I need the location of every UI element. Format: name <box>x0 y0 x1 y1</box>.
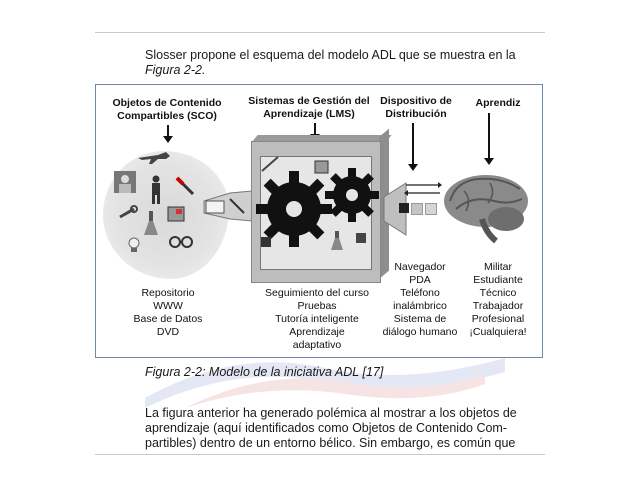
lms-list: Seguimiento del curso Pruebas Tutoría in… <box>265 287 369 351</box>
bidirectional-arrows-icon <box>404 182 442 196</box>
goggles-icon <box>169 236 193 248</box>
sco-title: Objetos de Contenido Compartibles (SCO) <box>112 97 222 122</box>
lightbulb-icon <box>128 237 140 252</box>
learner-arrow <box>484 113 494 165</box>
lms-screwdriver-icon <box>261 156 279 172</box>
device-square-light-1 <box>411 203 423 215</box>
intro-line-2: Figura 2-2. <box>145 63 206 77</box>
page-top-rule <box>95 32 545 33</box>
learner-title: Aprendiz <box>475 97 521 109</box>
distribution-list: Navegador PDA Teléfono inalámbrico Siste… <box>382 261 458 338</box>
figure-caption: Figura 2-2: Modelo de la iniciativa ADL … <box>145 365 384 379</box>
soldier-icon <box>152 175 160 204</box>
learner-list: Militar Estudiante Técnico Trabajador Pr… <box>469 261 527 338</box>
distribution-arrow <box>408 123 418 171</box>
adl-model-figure: Objetos de Contenido Compartibles (SCO) … <box>95 84 543 358</box>
paragraph-line-2: aprendizaje (aquí identificados como Obj… <box>145 421 508 435</box>
lms-book-icon <box>314 160 329 174</box>
paragraph-line-3: partibles) dentro de un entorno bélico. … <box>145 436 516 450</box>
intro-line-1: Slosser propone el esquema del modelo AD… <box>145 48 516 62</box>
output-cone-icon <box>383 182 407 236</box>
jet-icon <box>138 152 170 164</box>
page-bottom-rule <box>95 454 545 455</box>
device-square-light-2 <box>425 203 437 215</box>
distribution-title: Dispositivo de Distribución <box>380 95 452 120</box>
device-square-dark <box>399 203 409 213</box>
lms-title: Sistemas de Gestión del Aprendizaje (LMS… <box>248 95 370 120</box>
wrench-icon <box>119 205 138 219</box>
paragraph-line-1: La figura anterior ha generado polémica … <box>145 406 517 420</box>
logo-watermark <box>145 358 505 408</box>
lms-dark-square <box>261 237 271 247</box>
large-gear-icon <box>256 171 332 247</box>
small-gear-icon <box>325 168 379 222</box>
brain-icon <box>444 175 528 244</box>
book-icon <box>167 206 185 222</box>
screwdriver-icon <box>175 176 195 196</box>
sco-list: Repositorio WWW Base de Datos DVD <box>133 287 203 338</box>
lms-flask-icon <box>331 231 343 250</box>
lms-dark-square-2 <box>356 233 366 243</box>
instructor-photo-icon <box>114 171 136 193</box>
input-funnel-icon <box>203 190 253 222</box>
sco-arrow <box>163 125 173 143</box>
lab-flask-icon <box>144 211 158 235</box>
lms-arrow <box>310 123 320 141</box>
